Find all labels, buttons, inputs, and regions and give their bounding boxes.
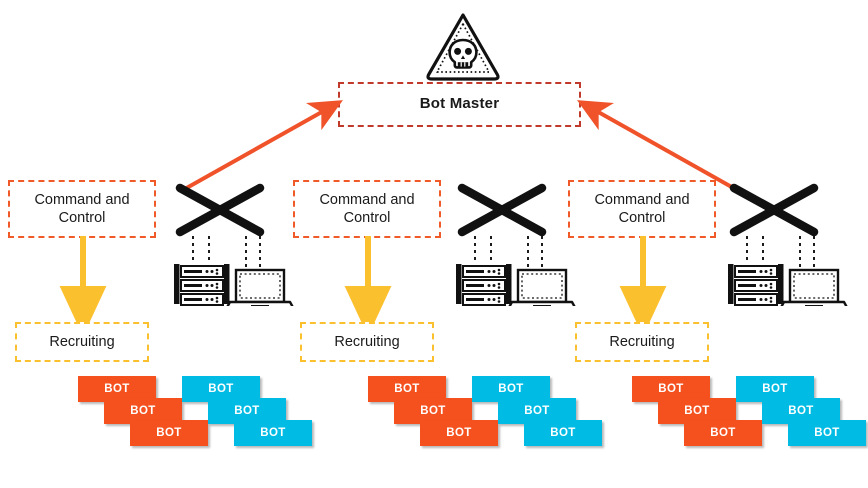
command-control-label-1: Command and Control <box>34 191 130 226</box>
bot-group-3: BOT BOT BOT BOT BOT BOT <box>632 376 866 456</box>
bot-chip[interactable]: BOT <box>524 420 602 446</box>
bot-chip[interactable]: BOT <box>684 420 762 446</box>
recruiting-label-3: Recruiting <box>609 333 675 350</box>
recruiting-box-1[interactable]: Recruiting <box>15 322 149 362</box>
laptop-icon <box>226 268 294 306</box>
server-rack-icon <box>456 264 512 306</box>
server-rack-icon <box>728 264 784 306</box>
network-device-cluster-1 <box>168 178 298 306</box>
crossed-x-icon <box>457 183 547 237</box>
recruiting-arrow-3 <box>619 236 667 322</box>
bot-chip[interactable]: BOT <box>130 420 208 446</box>
bot-chip[interactable]: BOT <box>394 398 472 424</box>
command-control-box-2[interactable]: Command and Control <box>293 180 441 238</box>
arrow-right-to-bot-master <box>577 100 738 192</box>
bot-chip[interactable]: BOT <box>78 376 156 402</box>
bot-chip[interactable]: BOT <box>762 398 840 424</box>
bot-chip[interactable]: BOT <box>420 420 498 446</box>
crossed-x-icon <box>729 183 819 237</box>
recruiting-arrow-2 <box>344 236 392 322</box>
recruiting-box-2[interactable]: Recruiting <box>300 322 434 362</box>
command-control-label-3: Command and Control <box>594 191 690 226</box>
bot-chip[interactable]: BOT <box>472 376 550 402</box>
command-control-box-1[interactable]: Command and Control <box>8 180 156 238</box>
skull-warning-triangle-icon <box>424 10 502 84</box>
bot-chip[interactable]: BOT <box>182 376 260 402</box>
bot-chip[interactable]: BOT <box>658 398 736 424</box>
recruiting-arrow-1 <box>59 236 107 322</box>
bot-chip[interactable]: BOT <box>234 420 312 446</box>
command-control-box-3[interactable]: Command and Control <box>568 180 716 238</box>
arrow-left-to-bot-master <box>182 100 343 192</box>
laptop-icon <box>508 268 576 306</box>
bot-group-1: BOT BOT BOT BOT BOT BOT <box>78 376 312 456</box>
bot-chip[interactable]: BOT <box>104 398 182 424</box>
server-rack-icon <box>174 264 230 306</box>
bot-chip[interactable]: BOT <box>632 376 710 402</box>
laptop-icon <box>780 268 848 306</box>
bot-chip[interactable]: BOT <box>208 398 286 424</box>
bot-group-2: BOT BOT BOT BOT BOT BOT <box>368 376 602 456</box>
recruiting-label-2: Recruiting <box>334 333 400 350</box>
crossed-x-icon <box>175 183 265 237</box>
bot-chip[interactable]: BOT <box>498 398 576 424</box>
bot-master-label: Bot Master <box>419 95 500 113</box>
bot-chip[interactable]: BOT <box>368 376 446 402</box>
recruiting-label-1: Recruiting <box>49 333 115 350</box>
command-control-label-2: Command and Control <box>319 191 415 226</box>
bot-chip[interactable]: BOT <box>736 376 814 402</box>
network-device-cluster-2 <box>450 178 580 306</box>
network-device-cluster-3 <box>722 178 852 306</box>
bot-chip[interactable]: BOT <box>788 420 866 446</box>
recruiting-box-3[interactable]: Recruiting <box>575 322 709 362</box>
